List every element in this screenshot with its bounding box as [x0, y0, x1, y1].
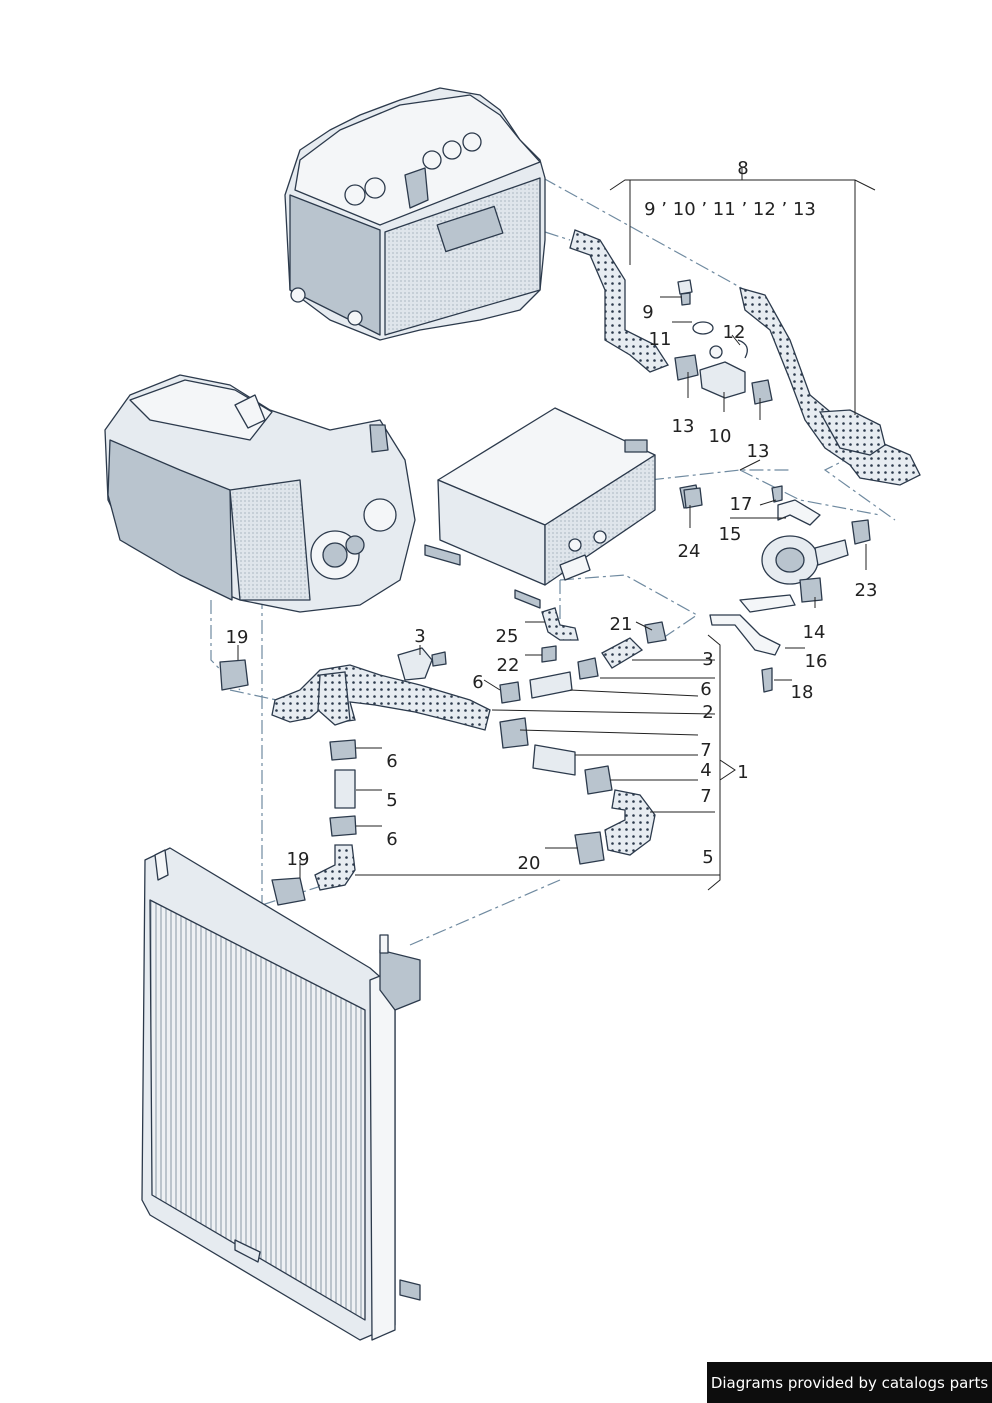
callout-12: 12 — [723, 322, 746, 343]
callout-9: 9 — [642, 302, 653, 323]
callout-3-upper: 3 — [702, 649, 713, 670]
callout-19-lower: 19 — [287, 849, 310, 870]
callout-2: 2 — [702, 702, 713, 723]
callout-13-a: 13 — [672, 416, 695, 437]
callout-5-column: 5 — [386, 790, 397, 811]
leader-lines — [237, 168, 876, 891]
callout-labels: 8 9 ’ 10 ’ 11 ’ 12 ’ 13 9 11 12 13 10 13… — [226, 158, 878, 874]
callout-11: 11 — [649, 329, 672, 350]
callout-22: 22 — [497, 655, 520, 676]
callout-1: 1 — [737, 762, 748, 783]
callout-13-b: 13 — [747, 441, 770, 462]
callout-5-right: 5 — [702, 847, 713, 868]
callout-8-subparts: 9 ’ 10 ’ 11 ’ 12 ’ 13 — [644, 199, 816, 220]
callout-6-left: 6 — [472, 672, 483, 693]
electric-drive-motor — [104, 374, 416, 613]
callout-4: 4 — [700, 760, 711, 781]
coolant-hoses — [271, 229, 921, 891]
callout-25: 25 — [496, 626, 519, 647]
callout-6-right: 6 — [700, 679, 711, 700]
callout-8: 8 — [737, 158, 748, 179]
callout-20: 20 — [518, 853, 541, 874]
callout-14: 14 — [803, 622, 826, 643]
callout-18: 18 — [791, 682, 814, 703]
catalog-credit-banner: Diagrams provided by catalogs parts — [707, 1362, 992, 1403]
power-electronics-housing — [284, 87, 546, 341]
callout-16: 16 — [805, 651, 828, 672]
credit-text: Diagrams provided by catalogs parts — [710, 1373, 989, 1392]
control-unit-box — [424, 407, 656, 609]
callout-19-upper: 19 — [226, 627, 249, 648]
callout-15: 15 — [719, 524, 742, 545]
callout-24: 24 — [678, 541, 701, 562]
callout-3-valve: 3 — [414, 626, 425, 647]
radiator — [141, 847, 421, 1341]
callout-17: 17 — [730, 494, 753, 515]
callout-6-column-lower: 6 — [386, 829, 397, 850]
callout-21: 21 — [610, 614, 633, 635]
fittings-and-clamps — [219, 279, 871, 906]
callout-23: 23 — [855, 580, 878, 601]
callout-7-lower: 7 — [700, 786, 711, 807]
callout-7-upper: 7 — [700, 740, 711, 761]
callout-10: 10 — [709, 426, 732, 447]
callout-6-column-upper: 6 — [386, 751, 397, 772]
